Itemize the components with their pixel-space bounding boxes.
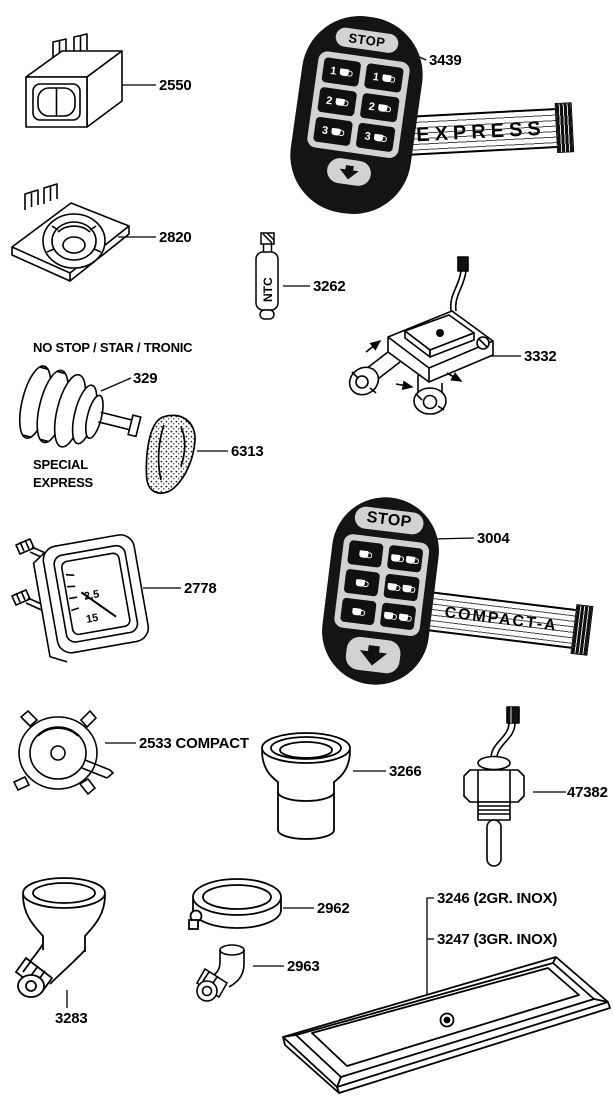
- part-label-2550: 2550: [159, 77, 192, 94]
- keypad-button-double-1: [386, 544, 423, 573]
- ribbon-connector-icon: [554, 102, 575, 154]
- keypad-button-single-1: [346, 539, 384, 568]
- down-arrow-icon: [339, 164, 359, 179]
- button-number: 3: [363, 129, 372, 143]
- keypad-button-double-2: [382, 573, 420, 602]
- part-label-2533: 2533 COMPACT: [139, 735, 249, 752]
- stop-key-label: STOP: [347, 30, 387, 51]
- cup-icon: [402, 584, 412, 593]
- keypad-3439-drawing: STOP 1 1 2 2 3 3: [282, 8, 431, 222]
- stop-key: STOP: [353, 505, 425, 536]
- part-label-2963: 2963: [287, 958, 320, 975]
- knob-6313-drawing: [145, 414, 196, 494]
- switch-2533-drawing: [12, 709, 115, 796]
- cup-icon: [330, 127, 341, 136]
- gauge-2778-drawing: 2.5 15: [11, 534, 150, 663]
- part-label-6313: 6313: [231, 443, 264, 460]
- cup-icon: [398, 612, 409, 622]
- part-label-3247: 3247 (3GR. INOX): [437, 931, 558, 948]
- cup-icon: [383, 611, 394, 620]
- ribbon-compact-label: COMPACT-A: [443, 604, 559, 635]
- button-number: 1: [329, 64, 338, 78]
- part-label-3332: 3332: [524, 348, 557, 365]
- part-label-329: 329: [133, 370, 158, 387]
- stop-key-label: STOP: [365, 508, 413, 532]
- cup-icon: [390, 553, 401, 562]
- cup-icon: [358, 549, 369, 558]
- special-express-label: SPECIAL EXPRESS: [33, 457, 94, 491]
- part-label-47382: 47382: [567, 784, 608, 801]
- stop-key: STOP: [334, 26, 400, 55]
- keypad-button-single-3: [339, 597, 377, 626]
- keypad-button-3-left: 3: [312, 116, 353, 147]
- ring-2962-drawing: [188, 878, 282, 930]
- switch-2550-drawing: [25, 33, 123, 128]
- cup-icon: [334, 97, 345, 107]
- button-number: 1: [372, 70, 380, 84]
- cup-icon: [405, 555, 416, 564]
- keypad-3004-button-panel: [332, 533, 430, 637]
- keypad-button-2-right: 2: [359, 92, 400, 123]
- funnel-3283-drawing: [14, 877, 106, 998]
- keypad-button-single-2: [343, 568, 380, 597]
- cup-icon: [381, 74, 392, 83]
- part-label-2820: 2820: [159, 229, 192, 246]
- part-label-3262: 3262: [313, 278, 346, 295]
- ribbon-express-label: EXPRESS: [415, 117, 547, 146]
- drip-tray-drawing: [282, 956, 611, 1094]
- sensor-47382-drawing: [463, 706, 525, 867]
- down-arrow-key: [343, 635, 402, 675]
- keypad-3439-button-panel: 1 1 2 2 3 3: [305, 50, 411, 160]
- cup-icon: [351, 607, 362, 616]
- switch-2820-drawing: [11, 183, 130, 282]
- keypad-button-double-3: [379, 602, 416, 631]
- keypad-button-3-right: 3: [355, 122, 396, 153]
- keypad-3004-drawing: STOP: [315, 491, 446, 691]
- down-arrow-key: [324, 156, 373, 188]
- button-number: 3: [321, 123, 329, 137]
- leader-lines: [66, 46, 566, 1008]
- gauge-scale-top: 2.5: [83, 588, 100, 602]
- cup-icon: [338, 68, 349, 77]
- button-number: 2: [367, 100, 376, 113]
- part-label-2778: 2778: [184, 580, 217, 597]
- switch-329-drawing: [18, 365, 142, 448]
- keypad-button-2-left: 2: [316, 86, 357, 117]
- cup-icon: [387, 582, 398, 591]
- gauge-scale-bottom: 15: [85, 612, 99, 626]
- part-label-3283: 3283: [55, 1010, 88, 1027]
- part-label-3246: 3246 (2GR. INOX): [437, 890, 558, 907]
- part-label-2962: 2962: [317, 900, 350, 917]
- keypad-button-1-right: 1: [363, 62, 404, 93]
- cup-icon: [377, 103, 388, 113]
- ntc-print-label: NTC: [261, 277, 275, 302]
- cup-icon: [354, 578, 365, 587]
- sensor-3262-drawing: NTC: [255, 232, 279, 320]
- no-stop-star-tronic-label: NO STOP / STAR / TRONIC: [33, 340, 193, 355]
- part-label-3266: 3266: [389, 763, 422, 780]
- part-label-3439: 3439: [429, 52, 462, 69]
- valve-3332-drawing: [348, 256, 494, 415]
- cup-icon: [373, 133, 384, 142]
- ribbon-cable-express: EXPRESS: [405, 102, 575, 156]
- part-label-3004: 3004: [477, 530, 510, 547]
- cup-3266-drawing: [261, 732, 351, 840]
- elbow-2963-drawing: [195, 944, 245, 1002]
- button-number: 2: [325, 94, 334, 107]
- keypad-button-1-left: 1: [320, 56, 361, 87]
- down-arrow-icon: [359, 644, 387, 665]
